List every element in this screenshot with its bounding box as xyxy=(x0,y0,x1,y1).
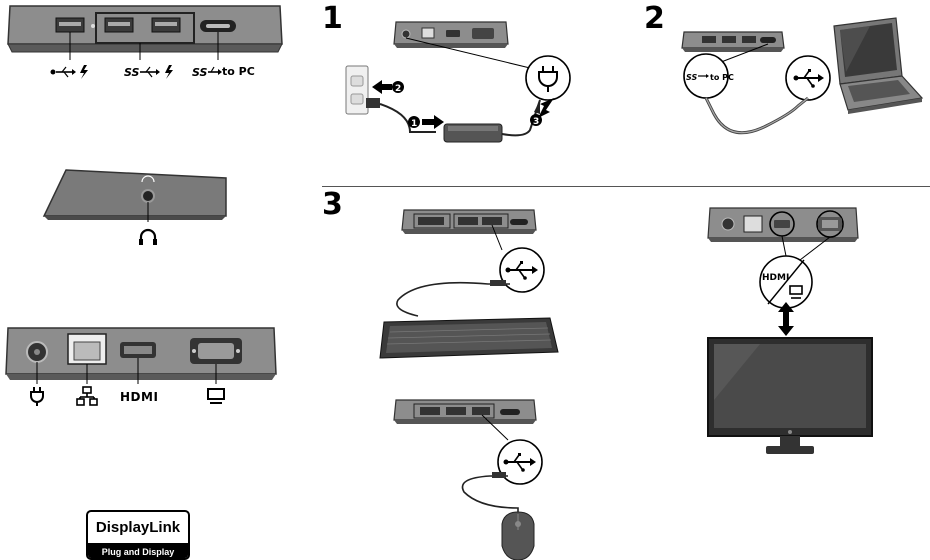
superspeed-usb-icon: SS xyxy=(192,66,222,79)
dock-audio-side xyxy=(42,169,227,222)
svg-text:2: 2 xyxy=(395,84,401,94)
step3-mouse-illustration xyxy=(393,399,543,560)
dock-rear-side xyxy=(5,327,277,384)
svg-text:HDMI: HDMI xyxy=(762,273,789,283)
svg-text:3: 3 xyxy=(533,117,539,127)
displaylink-brand: DisplayLink xyxy=(95,519,181,536)
svg-text:1: 1 xyxy=(411,119,417,129)
step2-illustration: SS to PC xyxy=(681,17,924,135)
step1-illustration: 2 1 3 xyxy=(345,21,571,143)
step3-monitor-illustration: HDMI xyxy=(707,207,873,454)
displaylink-tagline: Plug and Display xyxy=(88,543,188,558)
hdmi-caption: HDMI xyxy=(120,390,159,404)
svg-text:SS: SS xyxy=(124,66,140,79)
headphone-icon xyxy=(139,228,157,245)
svg-text:SS: SS xyxy=(192,66,208,79)
superspeed-usb-charge-icon: SS xyxy=(124,65,173,79)
step3-keyboard-illustration xyxy=(379,209,559,359)
step2-to-pc-text: to PC xyxy=(710,73,734,82)
usb-to-pc-caption: to PC xyxy=(222,65,255,78)
dock-usb-side xyxy=(7,5,283,60)
network-icon xyxy=(76,386,98,406)
usb-charge-icon xyxy=(50,65,88,79)
step-number-1: 1 xyxy=(322,1,343,36)
section-divider xyxy=(322,186,930,187)
monitor-icon xyxy=(207,388,225,404)
svg-text:SS: SS xyxy=(686,73,697,82)
step-number-3: 3 xyxy=(322,187,343,222)
step-number-2: 2 xyxy=(644,1,665,36)
power-plug-icon xyxy=(30,387,44,406)
displaylink-badge: DisplayLink Plug and Display xyxy=(86,510,190,560)
